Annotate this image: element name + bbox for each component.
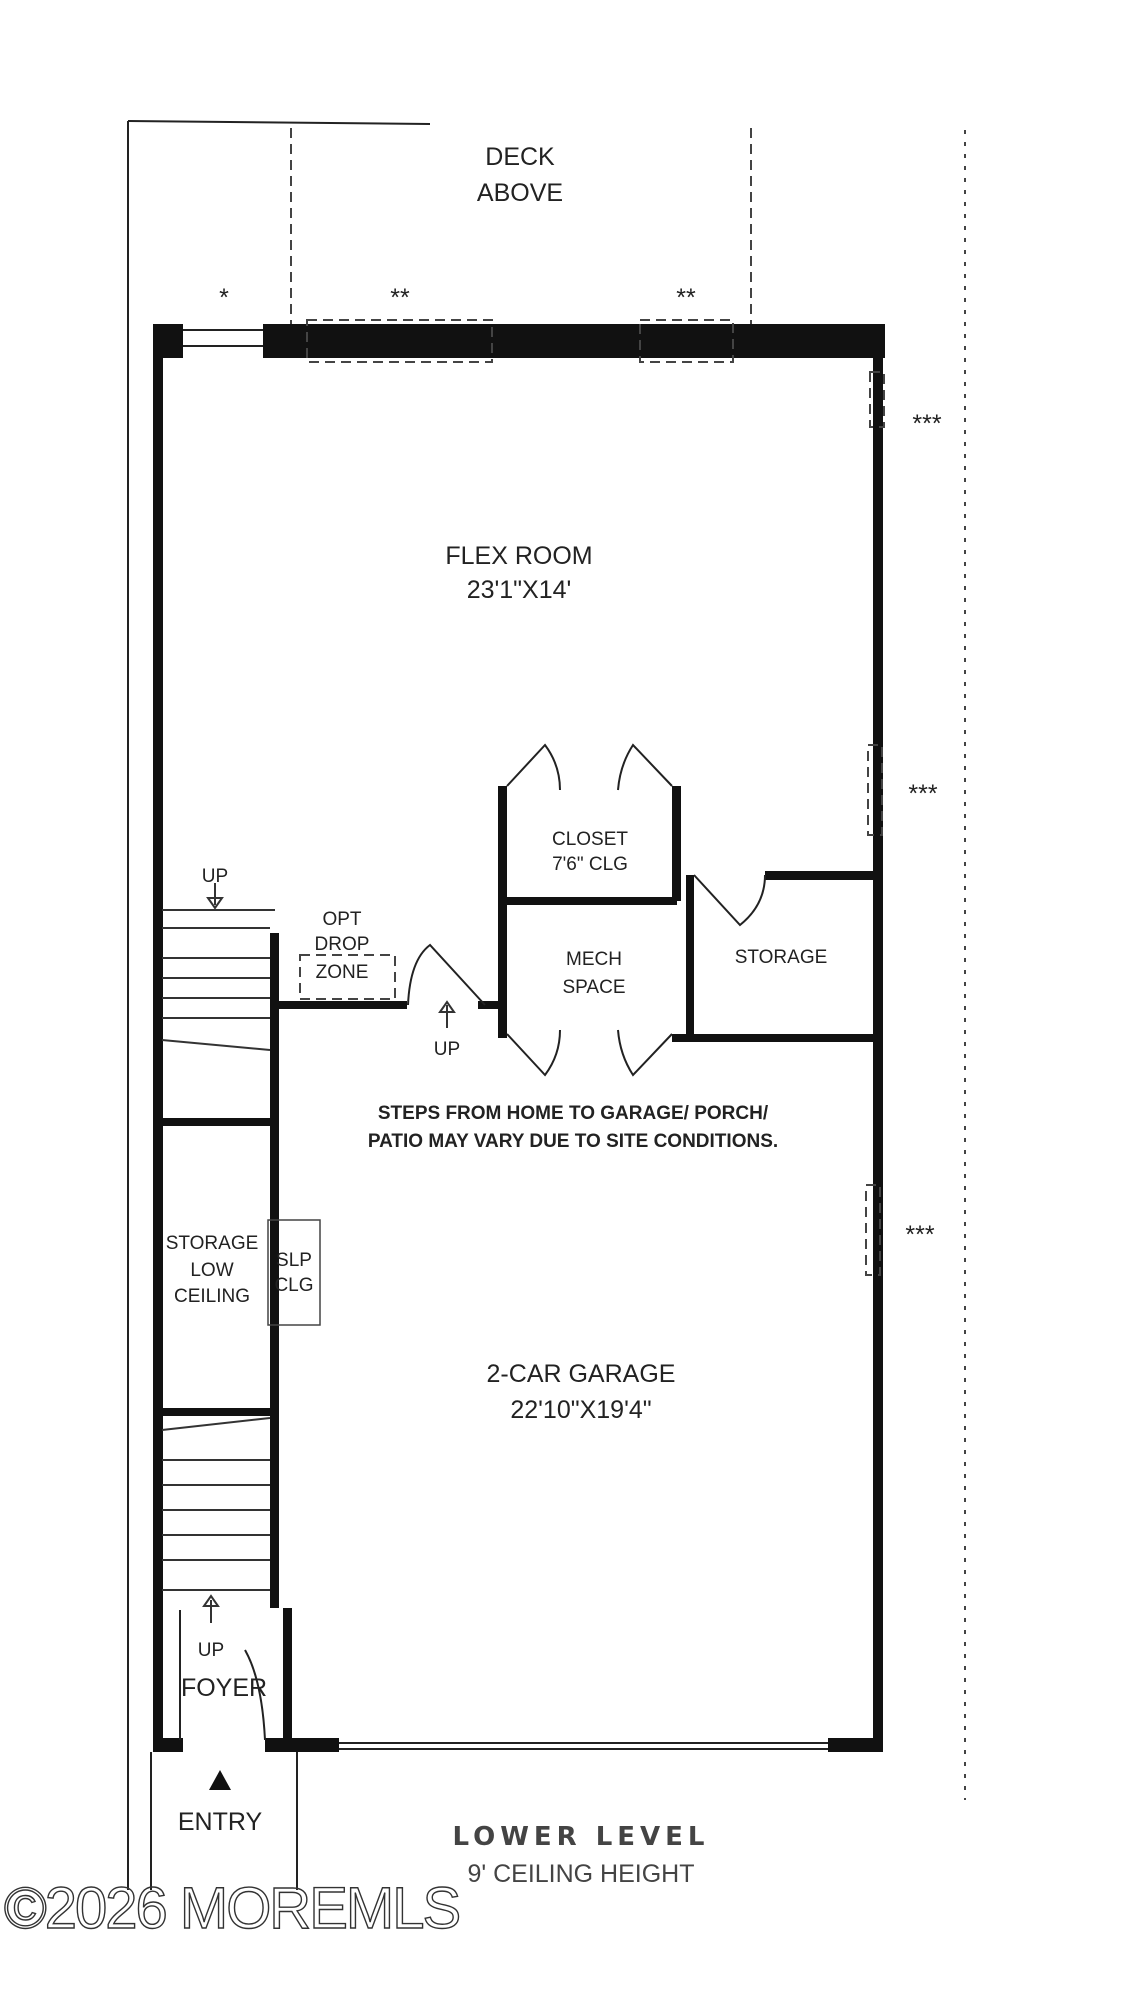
drop-zone-label-3: ZONE — [316, 962, 369, 983]
entry-walkway — [150, 1752, 298, 1890]
interior-walls — [158, 786, 875, 1748]
closet-ceiling: 7'6" CLG — [552, 854, 628, 875]
level-title: LOWER LEVEL — [452, 1822, 709, 1852]
flex-room-label: FLEX ROOM — [445, 542, 592, 570]
sloped-ceiling-label-2: CLG — [274, 1275, 313, 1296]
stairs-up-label: UP — [202, 866, 228, 887]
foyer-label: FOYER — [181, 1674, 267, 1702]
boundary-lines — [127, 120, 966, 1890]
storage-low-label-2: LOW — [190, 1260, 233, 1281]
stairs — [161, 883, 456, 1623]
note-marker-single: * — [219, 284, 229, 312]
entry-arrow-icon — [209, 1770, 231, 1790]
storage-label: STORAGE — [735, 947, 828, 968]
foyer-up-label: UP — [198, 1640, 224, 1661]
storage-low-label: STORAGE — [166, 1233, 259, 1254]
entry-label: ENTRY — [178, 1808, 263, 1836]
ceiling-height-label: 9' CEILING HEIGHT — [467, 1860, 694, 1888]
mech-space-label-2: SPACE — [562, 977, 625, 998]
note-marker-double: ** — [676, 284, 696, 312]
watermark: ©2026 MOREMLS — [4, 1876, 459, 1941]
steps-note-2: PATIO MAY VARY DUE TO SITE CONDITIONS. — [368, 1131, 778, 1152]
closet-label: CLOSET — [552, 829, 628, 850]
garage-up-label: UP — [434, 1039, 460, 1060]
mech-space-label: MECH — [566, 949, 622, 970]
exterior-walls — [153, 319, 885, 1752]
drop-zone-label-2: DROP — [315, 934, 370, 955]
steps-note: STEPS FROM HOME TO GARAGE/ PORCH/ — [378, 1103, 769, 1124]
doors — [179, 743, 766, 1741]
deck-label: DECK — [485, 143, 555, 171]
garage-label: 2-CAR GARAGE — [487, 1360, 676, 1388]
note-marker-triple: *** — [908, 780, 937, 808]
note-marker-double: ** — [390, 284, 410, 312]
garage-size: 22'10"X19'4" — [510, 1396, 651, 1424]
sloped-ceiling-label: SLP — [276, 1250, 312, 1271]
drop-zone-label: OPT — [322, 909, 361, 930]
flex-room-size: 23'1"X14' — [467, 576, 572, 604]
deck-label-2: ABOVE — [477, 179, 563, 207]
storage-low-label-3: CEILING — [174, 1286, 250, 1307]
note-marker-triple: *** — [912, 410, 941, 438]
note-marker-triple: *** — [905, 1221, 934, 1249]
